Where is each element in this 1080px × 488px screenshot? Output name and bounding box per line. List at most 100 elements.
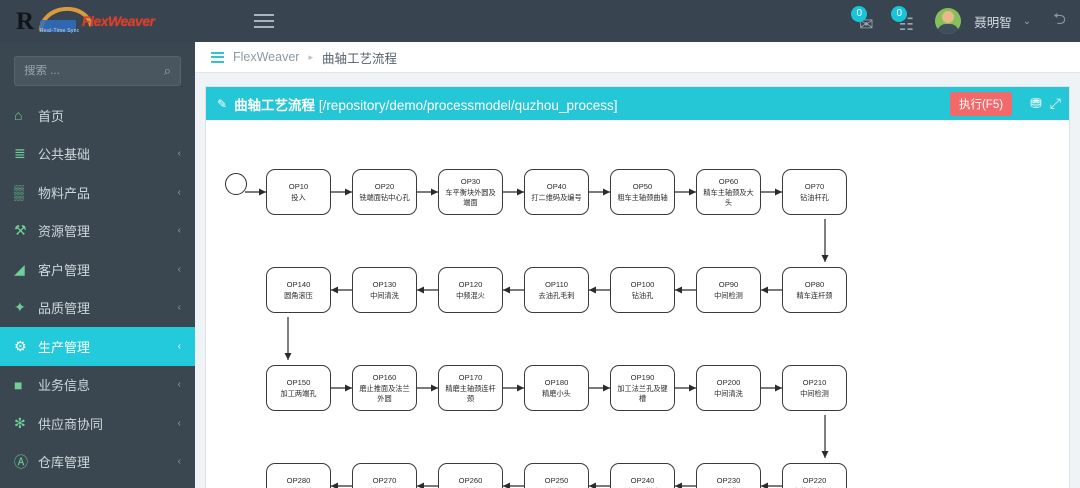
node-id: OP20 (374, 181, 395, 191)
node-name: 清洗 (463, 487, 477, 488)
node-id: OP90 (718, 279, 739, 289)
logo-block-icon (40, 20, 76, 32)
chevron-down-icon[interactable]: ⌄ (1022, 15, 1032, 27)
chevron-left-icon: ‹ (177, 186, 181, 198)
logout-icon[interactable]: ⮌ (1053, 10, 1066, 28)
process-node[interactable]: OP280 最终清洗 (266, 463, 331, 488)
process-node[interactable]: OP90 中间检测 (696, 267, 761, 313)
process-node[interactable]: OP260 清洗 (438, 463, 503, 488)
sidebar-item-label: 业务信息 (38, 378, 91, 394)
node-name: 粗车主轴颈曲轴 (617, 192, 668, 202)
sidebar-search[interactable]: ⌕ (14, 56, 181, 86)
panel-header: ✎ 曲轴工艺流程 [/repository/demo/processmodel/… (206, 87, 1069, 120)
sidebar-toggle-icon[interactable] (211, 51, 224, 63)
process-node[interactable]: OP200 中间清洗 (696, 365, 761, 411)
node-name: 车平衡块外圆及端面 (445, 187, 496, 207)
notification-tasks-button[interactable]: 0 ☷ (889, 5, 923, 37)
node-id: OP180 (544, 377, 569, 387)
topbar-actions: 0 ✉ 0 ☷ 聂明智 ⌄ ⮌ (849, 0, 1080, 42)
expand-icon[interactable]: ⤢ (1049, 95, 1061, 111)
node-id: OP150 (286, 377, 311, 387)
node-name: 轴颈抛光 (370, 487, 399, 488)
hamburger-bar (254, 20, 274, 22)
node-name: 精磨主轴颈连杆颈 (445, 383, 496, 403)
sidebar-item-production[interactable]: ⚙ 生产管理 ‹ (0, 327, 195, 366)
hamburger-bar (254, 14, 274, 16)
node-name: 中间检测 (800, 388, 829, 398)
process-node[interactable]: OP250 探伤 (524, 463, 589, 488)
sidebar-item-data-center[interactable]: ≡ 数据中心 ‹ (0, 481, 195, 488)
process-node[interactable]: OP150 加工两端孔 (266, 365, 331, 411)
wrench-icon: ⚒ (14, 222, 27, 239)
sidebar-item-public-basics[interactable]: ≣ 公共基础 ‹ (0, 135, 195, 174)
process-node[interactable]: OP10 投入 (266, 169, 331, 215)
chevron-left-icon: ‹ (177, 263, 181, 275)
diamond-icon: ✦ (14, 299, 26, 316)
sidebar-menu: ⌂ 首页 ≣ 公共基础 ‹ ▒ 物料产品 ‹ ⚒ 资源管理 ‹ ◢ 客户管理 (0, 96, 195, 488)
process-node[interactable]: OP30 车平衡块外圆及端面 (438, 169, 503, 215)
user-avatar[interactable] (935, 8, 962, 34)
save-icon[interactable]: ⛃ (1030, 95, 1042, 111)
sidebar-item-supplier-collab[interactable]: ✻ 供应商协同 ‹ (0, 404, 195, 443)
process-node[interactable]: OP60 精车主轴颈及大头 (696, 169, 761, 215)
start-event-node[interactable] (225, 173, 247, 195)
factory-icon: ⚙ (14, 337, 27, 354)
process-node[interactable]: OP120 中频混火 (438, 267, 503, 313)
hamburger-bar (254, 26, 274, 28)
process-node[interactable]: OP110 去油孔毛刺 (524, 267, 589, 313)
process-node[interactable]: OP220 安装大头铜钉 (782, 463, 847, 488)
node-id: OP170 (458, 372, 483, 382)
sidebar-item-materials[interactable]: ▒ 物料产品 ‹ (0, 173, 195, 212)
chevron-left-icon: ‹ (177, 302, 181, 314)
sidebar-item-warehouse[interactable]: Ⓐ 仓库管理 ‹ (0, 443, 195, 482)
sidebar-item-label: 仓库管理 (38, 455, 91, 471)
node-id: OP80 (804, 279, 825, 289)
process-node[interactable]: OP240 油孔口抛光 (610, 463, 675, 488)
sidebar-item-resources[interactable]: ⚒ 资源管理 ‹ (0, 212, 195, 251)
process-node[interactable]: OP210 中间检测 (782, 365, 847, 411)
top-bar: R Real-Time Sync FlexWeaver 0 ✉ 0 ☷ 聂明智 … (0, 0, 1080, 42)
menu-toggle-icon[interactable] (250, 0, 278, 42)
process-node[interactable]: OP140 圆角滚压 (266, 267, 331, 313)
run-button[interactable]: 执行(F5) (949, 91, 1013, 116)
process-node[interactable]: OP50 粗车主轴颈曲轴 (610, 169, 675, 215)
process-node[interactable]: OP40 打二维码及编号 (524, 169, 589, 215)
node-name: 钻油杆孔 (800, 192, 829, 202)
sidebar-item-customers[interactable]: ◢ 客户管理 ‹ (0, 250, 195, 289)
sidebar-item-home[interactable]: ⌂ 首页 (0, 96, 195, 135)
process-node[interactable]: OP270 轴颈抛光 (352, 463, 417, 488)
search-input[interactable] (24, 65, 160, 77)
flowchart-connectors (245, 188, 829, 488)
chevron-left-icon: ‹ (177, 456, 181, 468)
layers-icon: ≣ (14, 145, 26, 162)
process-node[interactable]: OP190 加工法兰孔及键槽 (610, 365, 675, 411)
node-id: OP270 (372, 475, 397, 485)
process-node[interactable]: OP180 精磨小头 (524, 365, 589, 411)
process-node[interactable]: OP70 钻油杆孔 (782, 169, 847, 215)
process-node[interactable]: OP100 钻油孔 (610, 267, 675, 313)
process-node[interactable]: OP130 中间清洗 (352, 267, 417, 313)
sidebar-item-label: 客户管理 (38, 262, 91, 278)
gear-icon: ✻ (14, 414, 26, 431)
search-icon[interactable]: ⌕ (163, 63, 171, 78)
node-name: 精车主轴颈及大头 (703, 187, 754, 207)
node-id: OP160 (372, 372, 397, 382)
breadcrumb-root[interactable]: FlexWeaver (233, 50, 300, 64)
sidebar-item-quality[interactable]: ✦ 品质管理 ‹ (0, 289, 195, 328)
node-id: OP250 (544, 475, 569, 485)
edit-icon[interactable]: ✎ (217, 96, 228, 111)
notification-messages-button[interactable]: 0 ✉ (849, 5, 883, 37)
process-node[interactable]: OP230 动平衡 (696, 463, 761, 488)
node-name: 磨止推面及法兰外圆 (359, 383, 410, 403)
node-id: OP40 (546, 181, 567, 191)
node-id: OP110 (544, 279, 569, 289)
process-node[interactable]: OP170 精磨主轴颈连杆颈 (438, 365, 503, 411)
app-logo[interactable]: R Real-Time Sync FlexWeaver (0, 0, 195, 42)
process-node[interactable]: OP80 精车连杆颈 (782, 267, 847, 313)
user-name: 聂明智 (974, 15, 1012, 30)
process-node[interactable]: OP20 铣端面钻中心孔 (352, 169, 417, 215)
process-node[interactable]: OP160 磨止推面及法兰外圆 (352, 365, 417, 411)
sidebar-item-business-info[interactable]: ■ 业务信息 ‹ (0, 366, 195, 405)
flowchart-canvas[interactable]: OP10 投入 OP20 铣端面钻中心孔 OP30 车平衡块外圆及端面 OP40… (206, 120, 1069, 488)
